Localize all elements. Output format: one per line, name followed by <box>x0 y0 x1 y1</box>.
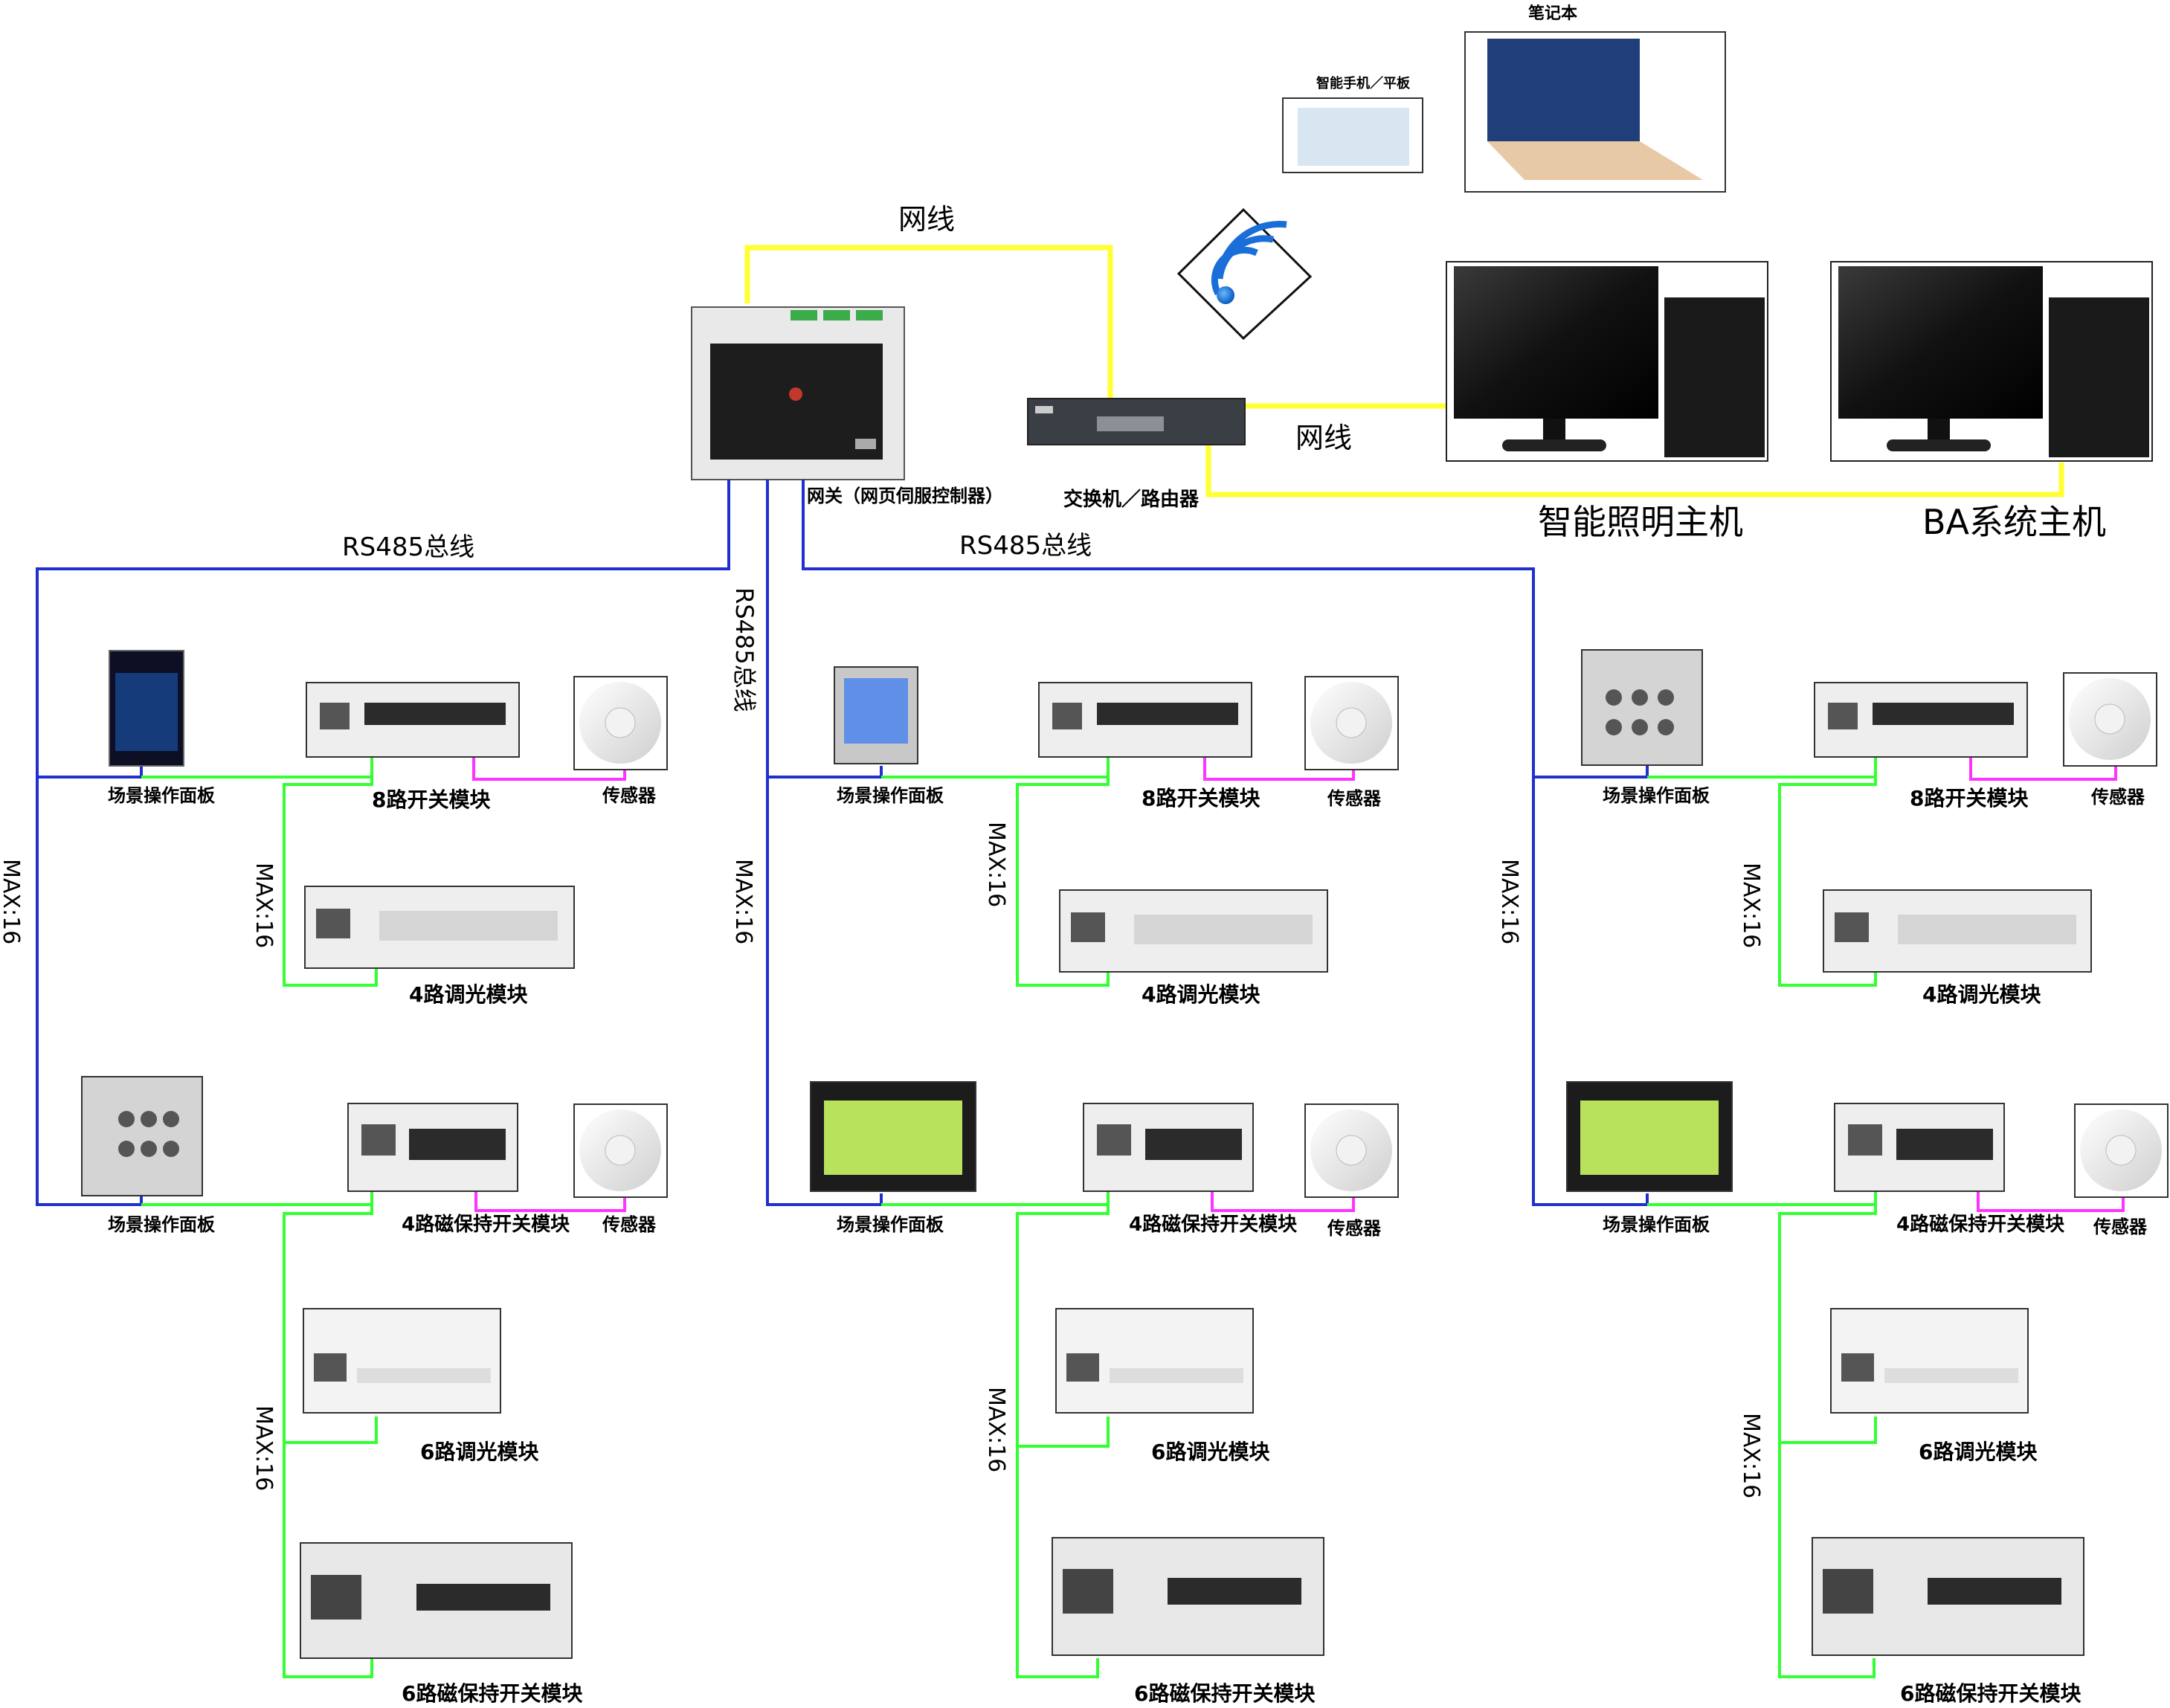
module1-label: 8路开关模块 <box>1910 786 2028 811</box>
net-line-gateway-switch <box>744 245 1113 402</box>
module4-label: 6路调光模块 <box>420 1440 538 1464</box>
network-lines <box>744 245 2064 497</box>
panel2-label: 场景操作面板 <box>1603 1214 1710 1235</box>
host-computer-ba <box>1830 261 2153 462</box>
module-4-dimmer <box>1823 889 2092 973</box>
sensor1-label: 传感器 <box>2090 787 2145 808</box>
sensor-link-col3-b <box>1977 1190 2125 1212</box>
max-label-col1-b: MAX:16 <box>251 863 277 948</box>
column-2: 场景操作面板 8路开关模块 传感器 4路调光模块 MAX:16 MAX:16 M… <box>730 666 1399 1706</box>
module5-label: 6路磁保持开关模块 <box>402 1681 582 1706</box>
sensor-1 <box>573 676 668 770</box>
max-label-col3-c: MAX:16 <box>1738 1413 1764 1498</box>
module2-label: 4路调光模块 <box>1142 982 1260 1007</box>
module-6-latching <box>1812 1537 2084 1656</box>
laptop-device <box>1464 31 1726 193</box>
rs485-label-right: RS485总线 <box>959 531 1092 561</box>
scene-panel-touch <box>109 650 184 767</box>
gateway-label: 网关（网页伺服控制器） <box>807 486 1003 506</box>
scene-panel-keys <box>1581 649 1703 766</box>
switch-label: 交换机／路由器 <box>1063 488 1200 511</box>
rs485-label-left: RS485总线 <box>342 532 474 562</box>
scene-panel-screen <box>1566 1081 1733 1192</box>
net-line-label-1: 网线 <box>898 203 955 236</box>
module1-label: 8路开关模块 <box>372 787 490 812</box>
module-4-latching <box>1834 1103 2005 1192</box>
gateway-device <box>691 306 905 480</box>
scene-panel-keys <box>81 1076 203 1196</box>
tablet-device <box>1282 97 1423 173</box>
module3-label: 4路磁保持开关模块 <box>1129 1213 1297 1236</box>
sensor-link-col1-a <box>472 757 626 781</box>
sensor-link-col3-a <box>1969 757 2117 781</box>
sensor-2 <box>1304 1103 1399 1198</box>
rs485-label-middle: RS485总线 <box>730 587 759 712</box>
module3-label: 4路磁保持开关模块 <box>402 1213 570 1236</box>
column-3: 场景操作面板 8路开关模块 传感器 4路调光模块 MAX:16 MAX:16 M… <box>1496 649 2169 1706</box>
tablet-label: 智能手机／平板 <box>1316 75 1411 91</box>
module2-label: 4路调光模块 <box>409 982 527 1007</box>
module-4-latching <box>1083 1103 1254 1192</box>
sensor2-label: 传感器 <box>602 1214 657 1235</box>
module4-label: 6路调光模块 <box>1151 1440 1269 1464</box>
panel2-label: 场景操作面板 <box>837 1214 944 1235</box>
sensor-2 <box>2074 1103 2169 1198</box>
panel1-label: 场景操作面板 <box>1603 785 1710 806</box>
module-6-dimmer <box>303 1308 501 1414</box>
module-bus-col2 <box>881 753 1110 1678</box>
sensor-link-col1-b <box>474 1190 626 1212</box>
column-1: 场景操作面板 8路开关模块 传感器 4路调光模块 MAX:16 MAX:16 M… <box>0 650 668 1706</box>
max-label-col2-b: MAX:16 <box>983 822 1009 907</box>
module-4-latching <box>347 1103 518 1192</box>
panel2-label: 场景操作面板 <box>108 1214 216 1235</box>
sensor2-label: 传感器 <box>1327 1218 1382 1239</box>
max-label-col1-c: MAX:16 <box>251 1405 277 1491</box>
panel1-label: 场景操作面板 <box>837 785 944 806</box>
module-bus-col1 <box>141 753 378 1678</box>
module-4-dimmer <box>304 886 575 969</box>
rs485-bus <box>36 480 1649 1206</box>
laptop-label: 笔记本 <box>1528 4 1577 23</box>
scene-panel-lcd <box>834 666 918 764</box>
module-6-latching <box>300 1542 573 1659</box>
sensor-1 <box>1304 676 1399 770</box>
module-8-switch <box>1038 682 1252 758</box>
host-computer-lighting <box>1446 261 1768 462</box>
max-label-col2-a: MAX:16 <box>730 859 756 944</box>
sensor-link-col2-a <box>1203 757 1355 781</box>
sensor1-label: 传感器 <box>602 785 657 806</box>
module-6-latching <box>1052 1537 1324 1656</box>
panel1-label: 场景操作面板 <box>108 785 216 806</box>
module3-label: 4路磁保持开关模块 <box>1896 1213 2064 1236</box>
module-8-switch <box>1814 682 2028 758</box>
module-6-dimmer <box>1055 1308 1254 1414</box>
max-label-col3-b: MAX:16 <box>1738 863 1764 948</box>
max-label-col3-a: MAX:16 <box>1496 859 1522 944</box>
sensor2-label: 传感器 <box>2093 1216 2148 1237</box>
net-line-hosts-bottom <box>1205 442 2064 497</box>
module4-label: 6路调光模块 <box>1919 1440 2037 1464</box>
module5-label: 6路磁保持开关模块 <box>1900 1681 2081 1706</box>
net-line-label-2: 网线 <box>1295 422 1352 454</box>
module-bus-col3 <box>1647 753 1877 1678</box>
module5-label: 6路磁保持开关模块 <box>1134 1681 1315 1706</box>
switch-device <box>1027 398 1246 445</box>
max-label-col2-c: MAX:16 <box>983 1387 1009 1472</box>
module-8-switch <box>306 682 520 758</box>
host-ba-label: BA系统主机 <box>1922 502 2106 542</box>
sensor1-label: 传感器 <box>1327 788 1382 809</box>
wifi-icon <box>1176 207 1313 341</box>
module2-label: 4路调光模块 <box>1922 982 2041 1007</box>
sensor-2 <box>573 1103 668 1198</box>
module1-label: 8路开关模块 <box>1142 786 1260 811</box>
module-6-dimmer <box>1830 1308 2029 1414</box>
host-lighting-label: 智能照明主机 <box>1538 502 1743 542</box>
sensor-1 <box>2063 672 2157 767</box>
sensor-link-col2-b <box>1211 1190 1355 1212</box>
module-4-dimmer <box>1059 889 1328 973</box>
max-label-col1-a: MAX:16 <box>0 859 24 944</box>
scene-panel-screen <box>810 1081 976 1192</box>
